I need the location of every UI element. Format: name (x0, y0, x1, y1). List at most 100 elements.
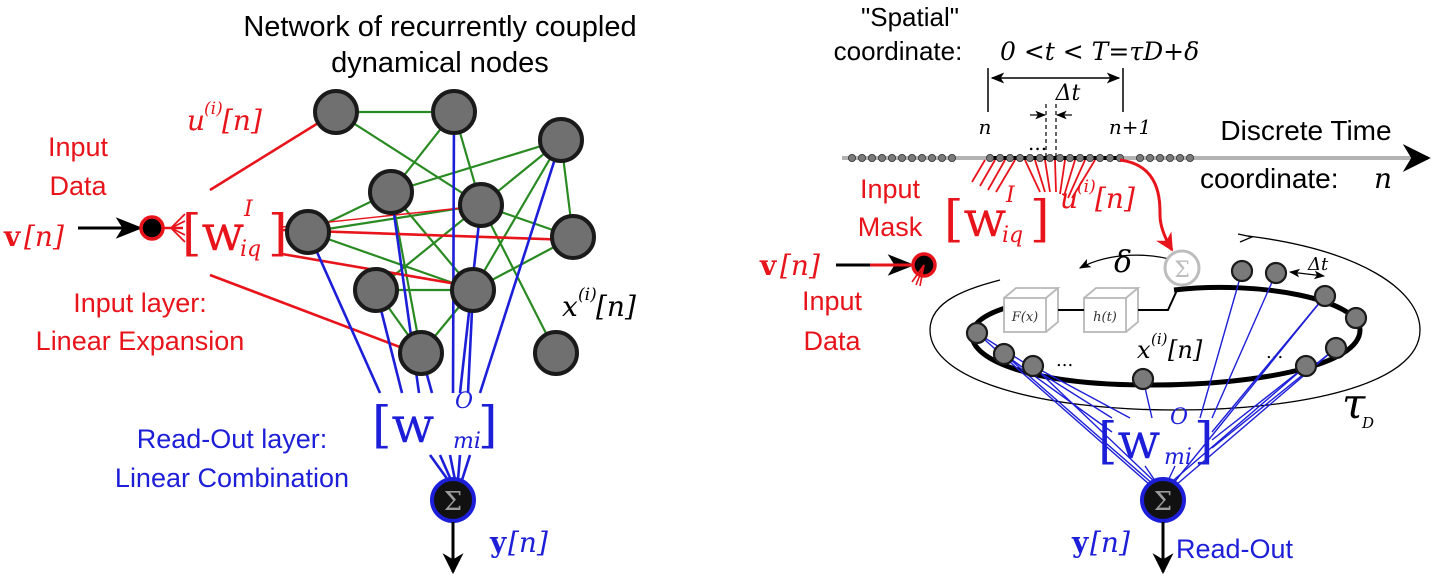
node (285, 209, 331, 255)
node (431, 89, 477, 135)
ring-state-label: x (i) [n] (1137, 330, 1203, 364)
right-readout-weight-matrix: [w O mi ] (1098, 405, 1214, 470)
n-label: n (979, 115, 992, 139)
input-vector-label: v [n] (3, 220, 64, 253)
mask-to-sum-arrow (1119, 158, 1174, 252)
svg-text:]: ] (1030, 190, 1050, 248)
node (313, 89, 359, 135)
axis-ellipsis: ... (1028, 131, 1047, 155)
time-sample-dot (1096, 153, 1105, 162)
svg-text:I: I (1005, 183, 1016, 208)
filter-box (1083, 287, 1141, 333)
delta-label: δ (1114, 245, 1132, 280)
readout-label: Read-Out (1176, 534, 1294, 564)
node (398, 330, 444, 376)
ring-ellipsis-right: ... (1266, 342, 1283, 363)
svg-text:iq: iq (1002, 223, 1023, 248)
time-sample-dot (898, 153, 907, 162)
u-label: u (i) [n] (187, 99, 262, 137)
right-sum-symbol: Σ (1154, 487, 1172, 517)
ring-node (1131, 367, 1155, 391)
svg-text:(i): (i) (578, 285, 597, 305)
readout-connections (306, 111, 563, 481)
svg-text:[n]: [n] (1168, 336, 1203, 364)
node (538, 117, 584, 163)
svg-text:y: y (489, 526, 507, 559)
svg-text:[n]: [n] (24, 220, 64, 253)
discrete-time-label-line1: Discrete Time (1220, 115, 1391, 146)
svg-text:[n]: [n] (222, 104, 262, 137)
time-sample-dot (1166, 153, 1175, 162)
time-sample-dot (948, 153, 957, 162)
time-samples (848, 153, 1195, 162)
ring-node (1344, 306, 1368, 330)
readout-layer-label-line1: Read-Out layer: (137, 424, 328, 454)
svg-text:[w: [w (1098, 412, 1161, 470)
tau-d-symbol: τ (1342, 379, 1366, 428)
ring-sum-node (1163, 249, 1201, 287)
time-sample-dot (1026, 153, 1035, 162)
ring-node (1294, 354, 1318, 378)
nonlinearity-label: F(x) (1011, 310, 1039, 325)
input-mask-label-line2: Mask (858, 212, 923, 242)
time-sample-dot (1046, 153, 1055, 162)
readout-weight-matrix: [w O mi ] (372, 389, 498, 454)
svg-text:mi: mi (453, 429, 481, 454)
node (458, 182, 504, 228)
input-layer-label-line1: Input layer: (73, 288, 207, 318)
node (368, 169, 414, 215)
ring-node (1021, 354, 1045, 378)
svg-text:(i): (i) (1077, 177, 1096, 197)
network-title-line2: dynamical nodes (331, 47, 549, 79)
time-sample-dot (928, 153, 937, 162)
time-sample-dot (908, 153, 917, 162)
input-node (139, 215, 165, 241)
svg-text:y: y (1071, 526, 1089, 559)
time-sample-dot (1086, 153, 1095, 162)
node (533, 330, 579, 376)
svg-text:(i): (i) (204, 99, 223, 119)
node (450, 267, 496, 313)
delta-t-label: Δt (1055, 81, 1081, 106)
svg-text:I: I (243, 197, 254, 222)
ring-delta-t-label: Δt (1307, 254, 1329, 275)
mask-u-label: u (i) [n] (1060, 177, 1135, 215)
ring-node (1313, 284, 1337, 308)
delay-loop-outer (929, 235, 1421, 411)
right-input-data-line1: Input (802, 286, 863, 316)
svg-text:coordinate:: coordinate: (1200, 163, 1339, 194)
svg-text:]: ] (478, 396, 498, 454)
time-sample-dot (878, 153, 887, 162)
svg-text:u: u (187, 104, 205, 137)
time-sample-dot (858, 153, 867, 162)
time-range-label: 0 <t < T=τD+δ (1000, 37, 1199, 66)
time-sample-dot (1156, 153, 1165, 162)
node (353, 267, 399, 313)
svg-text:[n]: [n] (508, 526, 548, 559)
right-input-data-line2: Data (803, 326, 861, 356)
time-sample-dot (1066, 153, 1075, 162)
svg-text:(i): (i) (1151, 330, 1168, 348)
state-label: x (i) [n] (562, 285, 636, 323)
time-sample-dot (996, 153, 1005, 162)
time-sample-dot (868, 153, 877, 162)
svg-text:v: v (3, 220, 21, 253)
time-sample-dot (1186, 153, 1195, 162)
right-output-sum-node (1140, 477, 1186, 523)
time-sample-dot (1146, 153, 1155, 162)
time-sample-dot (1106, 153, 1115, 162)
filter-to-sum (1138, 287, 1179, 311)
n-plus-1-label: n+1 (1109, 115, 1151, 139)
readout-layer-label-line2: Linear Combination (115, 463, 349, 493)
time-sample-dot (1136, 153, 1145, 162)
input-data-label-line1: Input (48, 132, 109, 162)
svg-text:[w: [w (372, 396, 435, 454)
right-output-vector-label: y [n] (1071, 526, 1130, 559)
time-sample-dot (918, 153, 927, 162)
svg-text:[n]: [n] (1090, 526, 1130, 559)
svg-text:v: v (759, 249, 777, 282)
svg-text:u: u (1060, 182, 1078, 215)
svg-text:n: n (1374, 162, 1392, 195)
output-sum-node (430, 477, 476, 523)
svg-text:[n]: [n] (780, 249, 820, 282)
